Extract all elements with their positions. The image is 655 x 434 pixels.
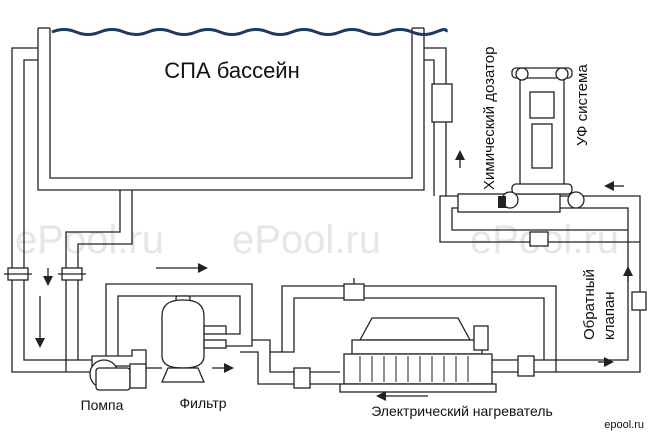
pump-filter-pipe <box>105 263 253 369</box>
water-surface <box>51 28 448 36</box>
return-pipe <box>424 47 647 373</box>
heater-label: Электрический нагреватель <box>371 403 553 419</box>
heater-pipes <box>240 278 557 389</box>
watermark-1: ePool.ru <box>15 218 164 262</box>
spa-pool: СПА бассейн <box>37 27 448 191</box>
watermark-2: ePool.ru <box>232 218 381 262</box>
left-suction-pipe <box>4 47 133 373</box>
filter: Фильтр <box>161 295 227 411</box>
electric-heater: Электрический нагреватель <box>339 317 553 419</box>
dosing-label: Химический дозатор <box>481 47 498 190</box>
filter-label: Фильтр <box>179 395 226 411</box>
pump-label: Помпа <box>81 397 124 413</box>
check-valve-label-line2: клапан <box>601 291 618 340</box>
uv-label: УФ система <box>574 64 591 146</box>
check-valve-label-line1: Обратный <box>581 269 598 340</box>
pump: Помпа <box>81 349 147 413</box>
dosing-and-uv-unit <box>457 67 585 213</box>
pool-label: СПА бассейн <box>164 58 300 83</box>
corner-logo: epool.ru <box>604 419 644 431</box>
